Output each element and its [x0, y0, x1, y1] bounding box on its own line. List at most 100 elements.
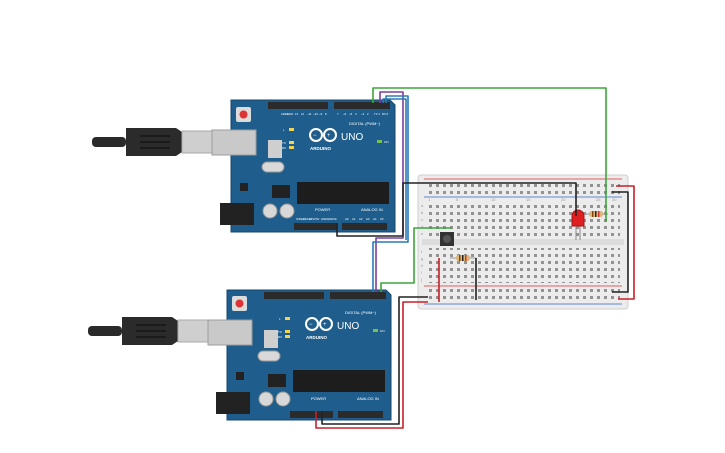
led-tx-indicator: [289, 141, 294, 144]
row-label: f: [421, 249, 423, 254]
digital-label: DIGITAL (PWM~): [349, 121, 381, 126]
led-on-indicator: [373, 329, 378, 332]
wire-red-rail-right[interactable]: [616, 185, 635, 300]
power-jack[interactable]: [216, 392, 250, 414]
arduino-uno-bottom[interactable]: DIGITAL (PWM~) POWER ANALOG IN − + UNO A…: [88, 289, 392, 421]
pin-label: 2: [367, 112, 369, 116]
led-rx-indicator: [289, 146, 294, 149]
reset-button[interactable]: [236, 107, 251, 122]
regulator: [236, 372, 244, 380]
col-label: 20: [561, 197, 566, 202]
led-l-label: L: [283, 128, 285, 132]
oscillator: [257, 350, 281, 362]
pin-label: Vin: [333, 217, 337, 221]
arduino-uno-top[interactable]: AREF GND 13 12 ~11 ~10 ~9 8 7 ~6 ~5 4 ~3…: [92, 99, 396, 233]
atmega-chip: [293, 370, 385, 392]
power-label: POWER: [311, 396, 326, 401]
row-label: a: [421, 203, 424, 208]
top-power-rails[interactable]: [426, 181, 620, 195]
row-label: j: [420, 277, 422, 282]
pin-label: RX 0: [382, 112, 389, 116]
analog-header[interactable]: [342, 223, 387, 230]
reset-button[interactable]: [232, 296, 247, 311]
resistor-top[interactable]: [584, 211, 608, 217]
led-rx-indicator: [285, 335, 290, 338]
wire-black-top[interactable]: [336, 182, 577, 237]
arduino-infinity-logo-icon: − +: [309, 128, 337, 142]
usb-chip: [268, 374, 286, 387]
board-model: UNO: [341, 132, 363, 143]
wire-blue-a[interactable]: [372, 95, 409, 292]
pin-label: 5V: [316, 217, 320, 221]
red-led[interactable]: [571, 209, 585, 240]
pin-label: A2: [359, 217, 363, 221]
capacitor: [258, 391, 274, 407]
pin-label: GND: [321, 217, 327, 221]
pin-label: 12: [301, 112, 305, 116]
pin-label: A4: [373, 217, 377, 221]
col-label: 30: [612, 197, 617, 202]
pin-label: ~6: [343, 112, 347, 116]
row-label: b: [421, 210, 424, 215]
pin-label: A0: [345, 217, 349, 221]
board-body: [230, 99, 396, 233]
wires[interactable]: [315, 87, 635, 429]
digital-header-high[interactable]: [264, 292, 324, 299]
pin-label: GND: [287, 112, 293, 116]
terminal-strip-bottom[interactable]: [426, 248, 620, 283]
arduino-infinity-logo-icon: − +: [305, 317, 333, 331]
wire-black-gnd[interactable]: [321, 296, 428, 425]
pin-label: IOREF: [296, 217, 305, 221]
analog-header[interactable]: [338, 411, 383, 418]
wire-red-5v[interactable]: [315, 301, 428, 429]
power-jack[interactable]: [220, 203, 254, 225]
resistor-bottom[interactable]: [450, 255, 476, 261]
digital-header-low[interactable]: [330, 292, 386, 299]
crystal: [264, 330, 278, 348]
led-tx-label: TX: [282, 141, 286, 145]
wire-blue-b[interactable]: [382, 98, 407, 240]
pin-label: TX 1: [374, 112, 380, 116]
oscillator: [261, 161, 285, 173]
power-label: POWER: [315, 207, 330, 212]
pin-label: AREF: [281, 112, 289, 116]
col-label: 5: [456, 197, 459, 202]
pin-label: RESET: [303, 217, 313, 221]
wire-green[interactable]: [372, 87, 607, 222]
capacitor: [262, 203, 278, 219]
power-header[interactable]: [294, 223, 337, 230]
row-label: e: [421, 231, 424, 236]
led-on-label: ON: [380, 329, 385, 333]
led-on-label: ON: [384, 140, 389, 144]
pin-label: A3: [366, 217, 370, 221]
usb-port[interactable]: [211, 129, 257, 156]
pin-label: A1: [352, 217, 356, 221]
col-label: 15: [526, 197, 531, 202]
board-model: UNO: [337, 321, 359, 332]
svg-text:−: −: [313, 133, 317, 139]
pushbutton[interactable]: [440, 232, 454, 246]
terminal-strip-top[interactable]: [426, 202, 620, 237]
bottom-power-rails[interactable]: [426, 288, 620, 302]
digital-label: DIGITAL (PWM~): [345, 310, 377, 315]
pin-label: 3.3V: [310, 217, 316, 221]
wire-purple[interactable]: [375, 91, 404, 292]
led-l-label: L: [279, 317, 281, 321]
capacitor: [279, 203, 295, 219]
usb-port[interactable]: [207, 319, 253, 346]
pin-label: GND: [327, 217, 333, 221]
col-label: 10: [491, 197, 496, 202]
digital-header-low[interactable]: [334, 102, 390, 109]
pin-label: A5: [380, 217, 384, 221]
row-label: c: [421, 217, 423, 222]
wire-black-rail-right[interactable]: [612, 191, 629, 293]
digital-header-high[interactable]: [268, 102, 328, 109]
power-header[interactable]: [290, 411, 333, 418]
svg-text:+: +: [323, 322, 327, 328]
wire-green-button[interactable]: [380, 227, 452, 292]
pin-label: 8: [325, 112, 327, 116]
col-label: 1: [428, 197, 431, 202]
usb-cable-bottom[interactable]: [88, 317, 209, 345]
usb-cable-top[interactable]: [92, 128, 213, 156]
